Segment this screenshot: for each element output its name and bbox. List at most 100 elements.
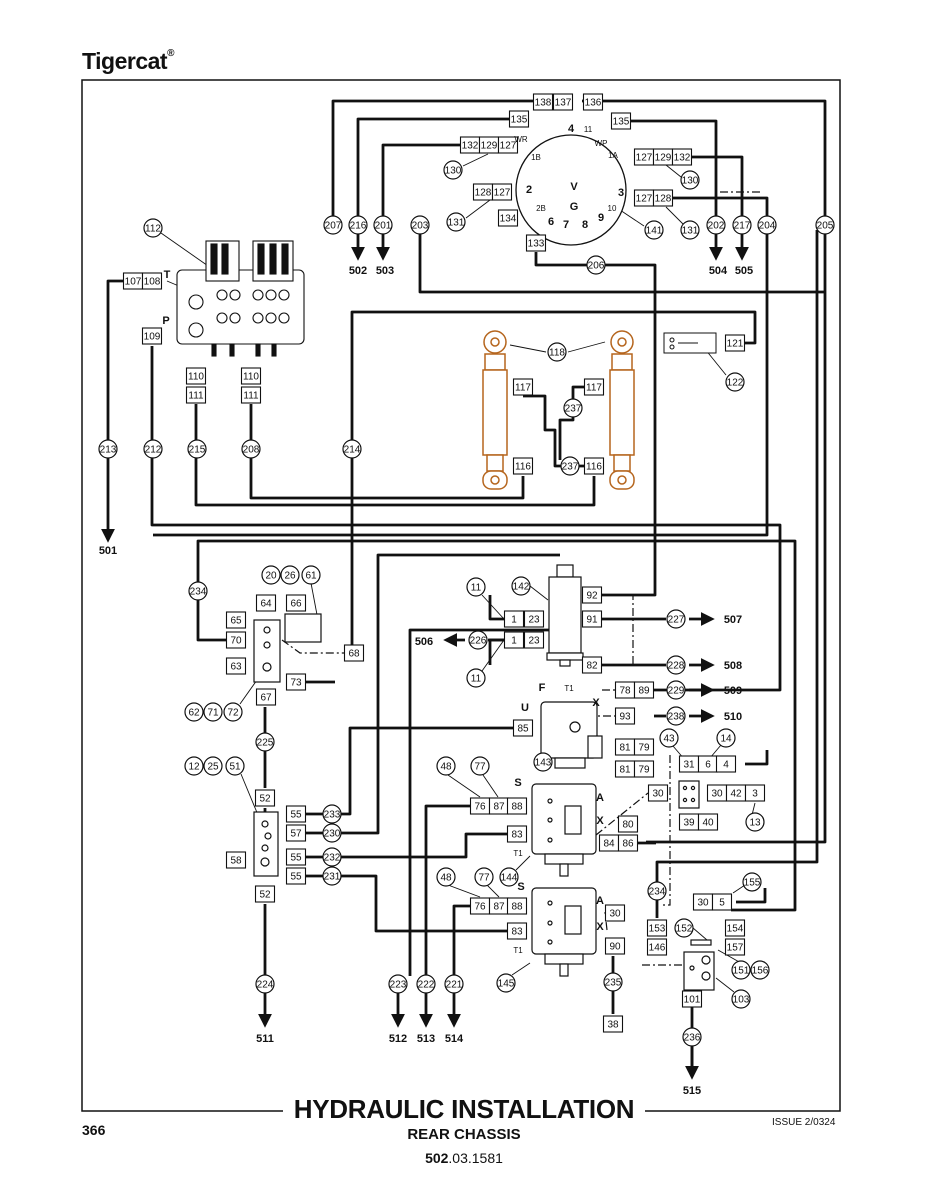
part-box-label: 128 xyxy=(655,194,672,205)
part-box-129: 129 xyxy=(652,148,674,166)
callout-label: 234 xyxy=(649,887,666,898)
part-box-55: 55 xyxy=(285,867,307,885)
callout-label: 229 xyxy=(668,686,685,697)
part-box-label: 64 xyxy=(260,599,272,610)
part-box-108: 108 xyxy=(141,272,163,290)
callout-232: 232 xyxy=(322,847,342,867)
part-box-64: 64 xyxy=(255,594,277,612)
callout-48: 48 xyxy=(436,756,456,776)
callout-212: 212 xyxy=(143,439,163,459)
callout-label: 224 xyxy=(257,980,274,991)
callout-label: 131 xyxy=(448,218,465,229)
callout-221: 221 xyxy=(444,974,464,994)
output-503: 503 xyxy=(376,265,394,277)
callout-230: 230 xyxy=(322,823,342,843)
part-box-31: 31 xyxy=(678,755,700,773)
part-box-84: 84 xyxy=(598,834,620,852)
callout-25: 25 xyxy=(203,756,223,776)
port-label: 2 xyxy=(526,184,532,196)
callout-217: 217 xyxy=(732,215,752,235)
part-box-label: 157 xyxy=(727,943,744,954)
callout-226: 226 xyxy=(468,630,488,650)
part-box-52: 52 xyxy=(254,885,276,903)
callout-label: 151 xyxy=(733,966,750,977)
part-box-label: 84 xyxy=(603,839,615,850)
output-513: 513 xyxy=(417,1033,435,1045)
part-box-30: 30 xyxy=(692,893,714,911)
callout-label: 223 xyxy=(390,980,407,991)
callout-214: 214 xyxy=(342,439,362,459)
part-box-91: 91 xyxy=(581,610,603,628)
part-box-52: 52 xyxy=(254,789,276,807)
part-box-92: 92 xyxy=(581,586,603,604)
part-box-label: 109 xyxy=(144,332,161,343)
part-box-label: 108 xyxy=(144,277,161,288)
part-box-90: 90 xyxy=(604,937,626,955)
callout-label: 237 xyxy=(565,404,582,415)
callout-12: 12 xyxy=(184,756,204,776)
part-box-label: 79 xyxy=(638,765,650,776)
part-box-39: 39 xyxy=(678,813,700,831)
callout-14: 14 xyxy=(716,728,736,748)
part-box-30: 30 xyxy=(647,784,669,802)
part-box-111: 111 xyxy=(185,386,207,404)
callout-label: 230 xyxy=(324,829,341,840)
port-label: S xyxy=(517,881,524,893)
callout-141: 141 xyxy=(644,220,664,240)
part-box-1: 1 xyxy=(503,610,525,628)
part-box-label: 107 xyxy=(125,277,142,288)
port-label: WR xyxy=(514,135,528,144)
part-box-128: 128 xyxy=(652,189,674,207)
part-box-146: 146 xyxy=(646,938,668,956)
callout-238: 238 xyxy=(666,706,686,726)
part-box-label: 132 xyxy=(674,153,691,164)
callout-label: 217 xyxy=(734,221,751,232)
callout-label: 25 xyxy=(207,762,219,773)
port-label: 1B xyxy=(531,153,541,162)
part-box-label: 40 xyxy=(702,818,714,829)
callout-label: 103 xyxy=(733,995,750,1006)
port-label: 1A xyxy=(608,151,618,160)
callout-156: 156 xyxy=(750,960,770,980)
valve-block-lower xyxy=(253,811,279,877)
part-box-89: 89 xyxy=(633,681,655,699)
part-box-128: 128 xyxy=(472,183,494,201)
callout-205: 205 xyxy=(815,215,835,235)
port-label: T1 xyxy=(564,684,574,693)
part-box-127: 127 xyxy=(633,148,655,166)
part-box-label: 42 xyxy=(730,789,742,800)
port-label: 6 xyxy=(548,216,554,228)
part-box-label: 67 xyxy=(260,693,272,704)
part-box-81: 81 xyxy=(614,738,636,756)
part-box-79: 79 xyxy=(633,760,655,778)
part-box-40: 40 xyxy=(697,813,719,831)
callout-label: 13 xyxy=(749,818,761,829)
callout-43: 43 xyxy=(659,728,679,748)
part-box-134: 134 xyxy=(497,209,519,227)
part-box-38: 38 xyxy=(602,1015,624,1033)
output-514: 514 xyxy=(445,1033,464,1045)
port-label: P xyxy=(162,315,169,327)
part-box-label: 92 xyxy=(586,591,598,602)
part-box-label: 6 xyxy=(705,760,711,771)
part-box-label: 93 xyxy=(619,712,631,723)
part-box-label: 87 xyxy=(493,802,505,813)
callout-label: 61 xyxy=(305,571,317,582)
callout-142: 142 xyxy=(511,576,531,596)
output-515: 515 xyxy=(683,1085,701,1097)
part-box-label: 76 xyxy=(474,802,486,813)
callout-label: 236 xyxy=(684,1033,701,1044)
callout-label: 145 xyxy=(498,979,515,990)
part-box-80: 80 xyxy=(617,815,639,833)
output-505: 505 xyxy=(735,265,753,277)
callout-label: 48 xyxy=(440,762,452,773)
part-box-85: 85 xyxy=(512,719,534,737)
part-box-label: 111 xyxy=(243,391,259,402)
callout-235: 235 xyxy=(603,972,623,992)
part-box-label: 110 xyxy=(188,372,204,383)
callout-label: 202 xyxy=(708,221,725,232)
